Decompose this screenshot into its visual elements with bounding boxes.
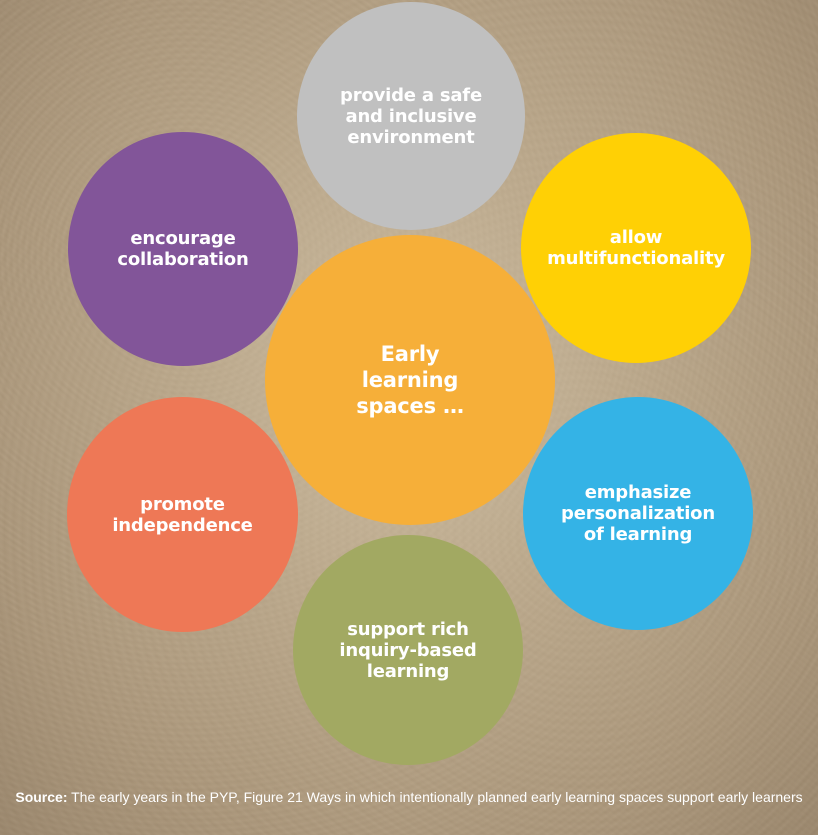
circle-label-independence: promote independence (112, 493, 253, 536)
circle-emphasize-personalization: emphasize personalization of learning (523, 397, 753, 630)
early-learning-spaces-diagram: provide a safe and inclusive environment… (67, 2, 753, 765)
circle-encourage-collaboration: encourage collaboration (68, 132, 298, 366)
center-circle-early-learning-spaces: Early learning spaces … (265, 235, 555, 525)
circle-promote-independence: promote independence (67, 397, 298, 632)
source-caption: Source: The early years in the PYP, Figu… (10, 789, 808, 806)
circle-label-inquiry: support rich inquiry-based learning (339, 618, 477, 682)
source-caption-prefix: Source: (15, 789, 68, 805)
circle-safe-inclusive-environment: provide a safe and inclusive environment (297, 2, 525, 230)
circle-label-multifunctionality: allow multifunctionality (547, 227, 725, 269)
circle-label-personalization: emphasize personalization of learning (561, 482, 715, 545)
circle-support-inquiry-learning: support rich inquiry-based learning (293, 535, 523, 765)
circle-label-safe: provide a safe and inclusive environment (340, 84, 482, 148)
center-circle-label: Early learning spaces … (356, 342, 464, 418)
circle-label-collaboration: encourage collaboration (117, 228, 249, 270)
source-caption-text: The early years in the PYP, Figure 21 Wa… (67, 789, 803, 805)
circle-allow-multifunctionality: allow multifunctionality (521, 133, 751, 363)
